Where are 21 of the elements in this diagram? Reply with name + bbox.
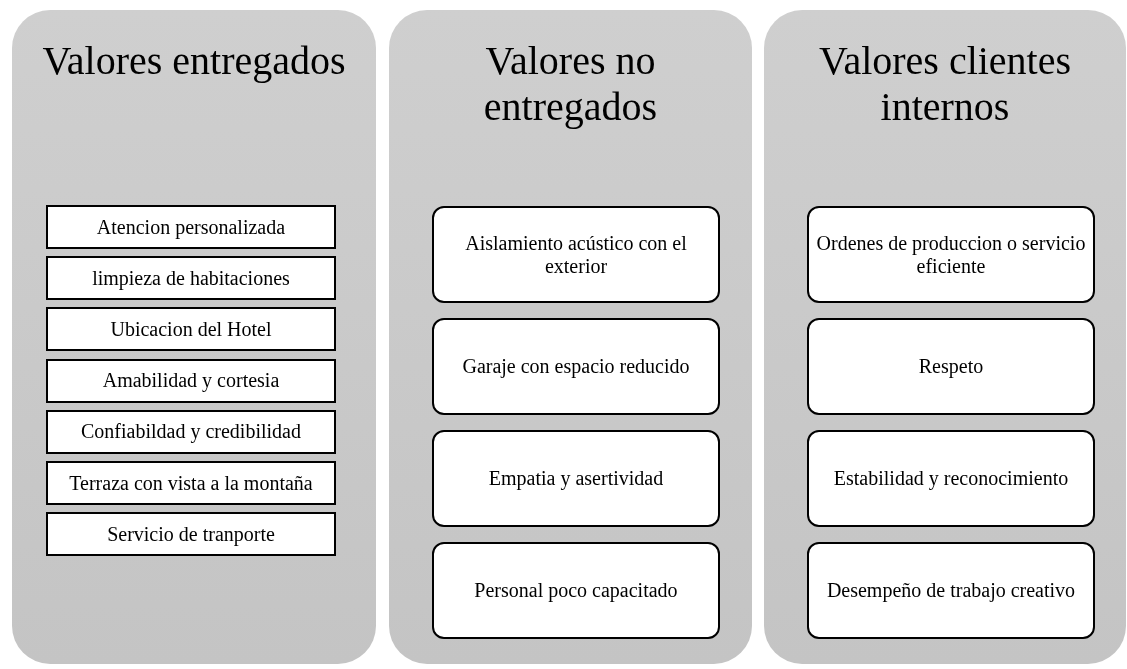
value-box: Confiabildad y credibilidad [46,409,336,454]
value-box: Amabilidad y cortesia [46,358,336,403]
panel-heading: Valores clientes internos [817,38,1073,130]
value-box: Ordenes de produccion o servicio eficiente [807,206,1095,303]
value-box: Estabilidad y reconocimiento [807,430,1095,527]
category-panel [389,10,752,664]
value-box: Servicio de tranporte [46,512,336,557]
value-box: limpieza de habitaciones [46,256,336,301]
value-box: Terraza con vista a la montaña [46,461,336,505]
value-box: Atencion personalizada [46,205,336,249]
category-panel [764,10,1126,664]
panel-heading: Valores no entregados [482,38,659,130]
value-box: Personal poco capacitado [432,542,720,639]
category-panel [12,10,376,664]
value-box: Aislamiento acústico con el exterior [432,206,720,303]
value-box: Respeto [807,318,1095,415]
value-box: Desempeño de trabajo creativo [807,542,1095,639]
value-box: Ubicacion del Hotel [46,307,336,352]
value-box: Garaje con espacio reducido [432,318,720,415]
panel-heading: Valores entregados [41,38,347,84]
value-box: Empatia y asertividad [432,430,720,527]
